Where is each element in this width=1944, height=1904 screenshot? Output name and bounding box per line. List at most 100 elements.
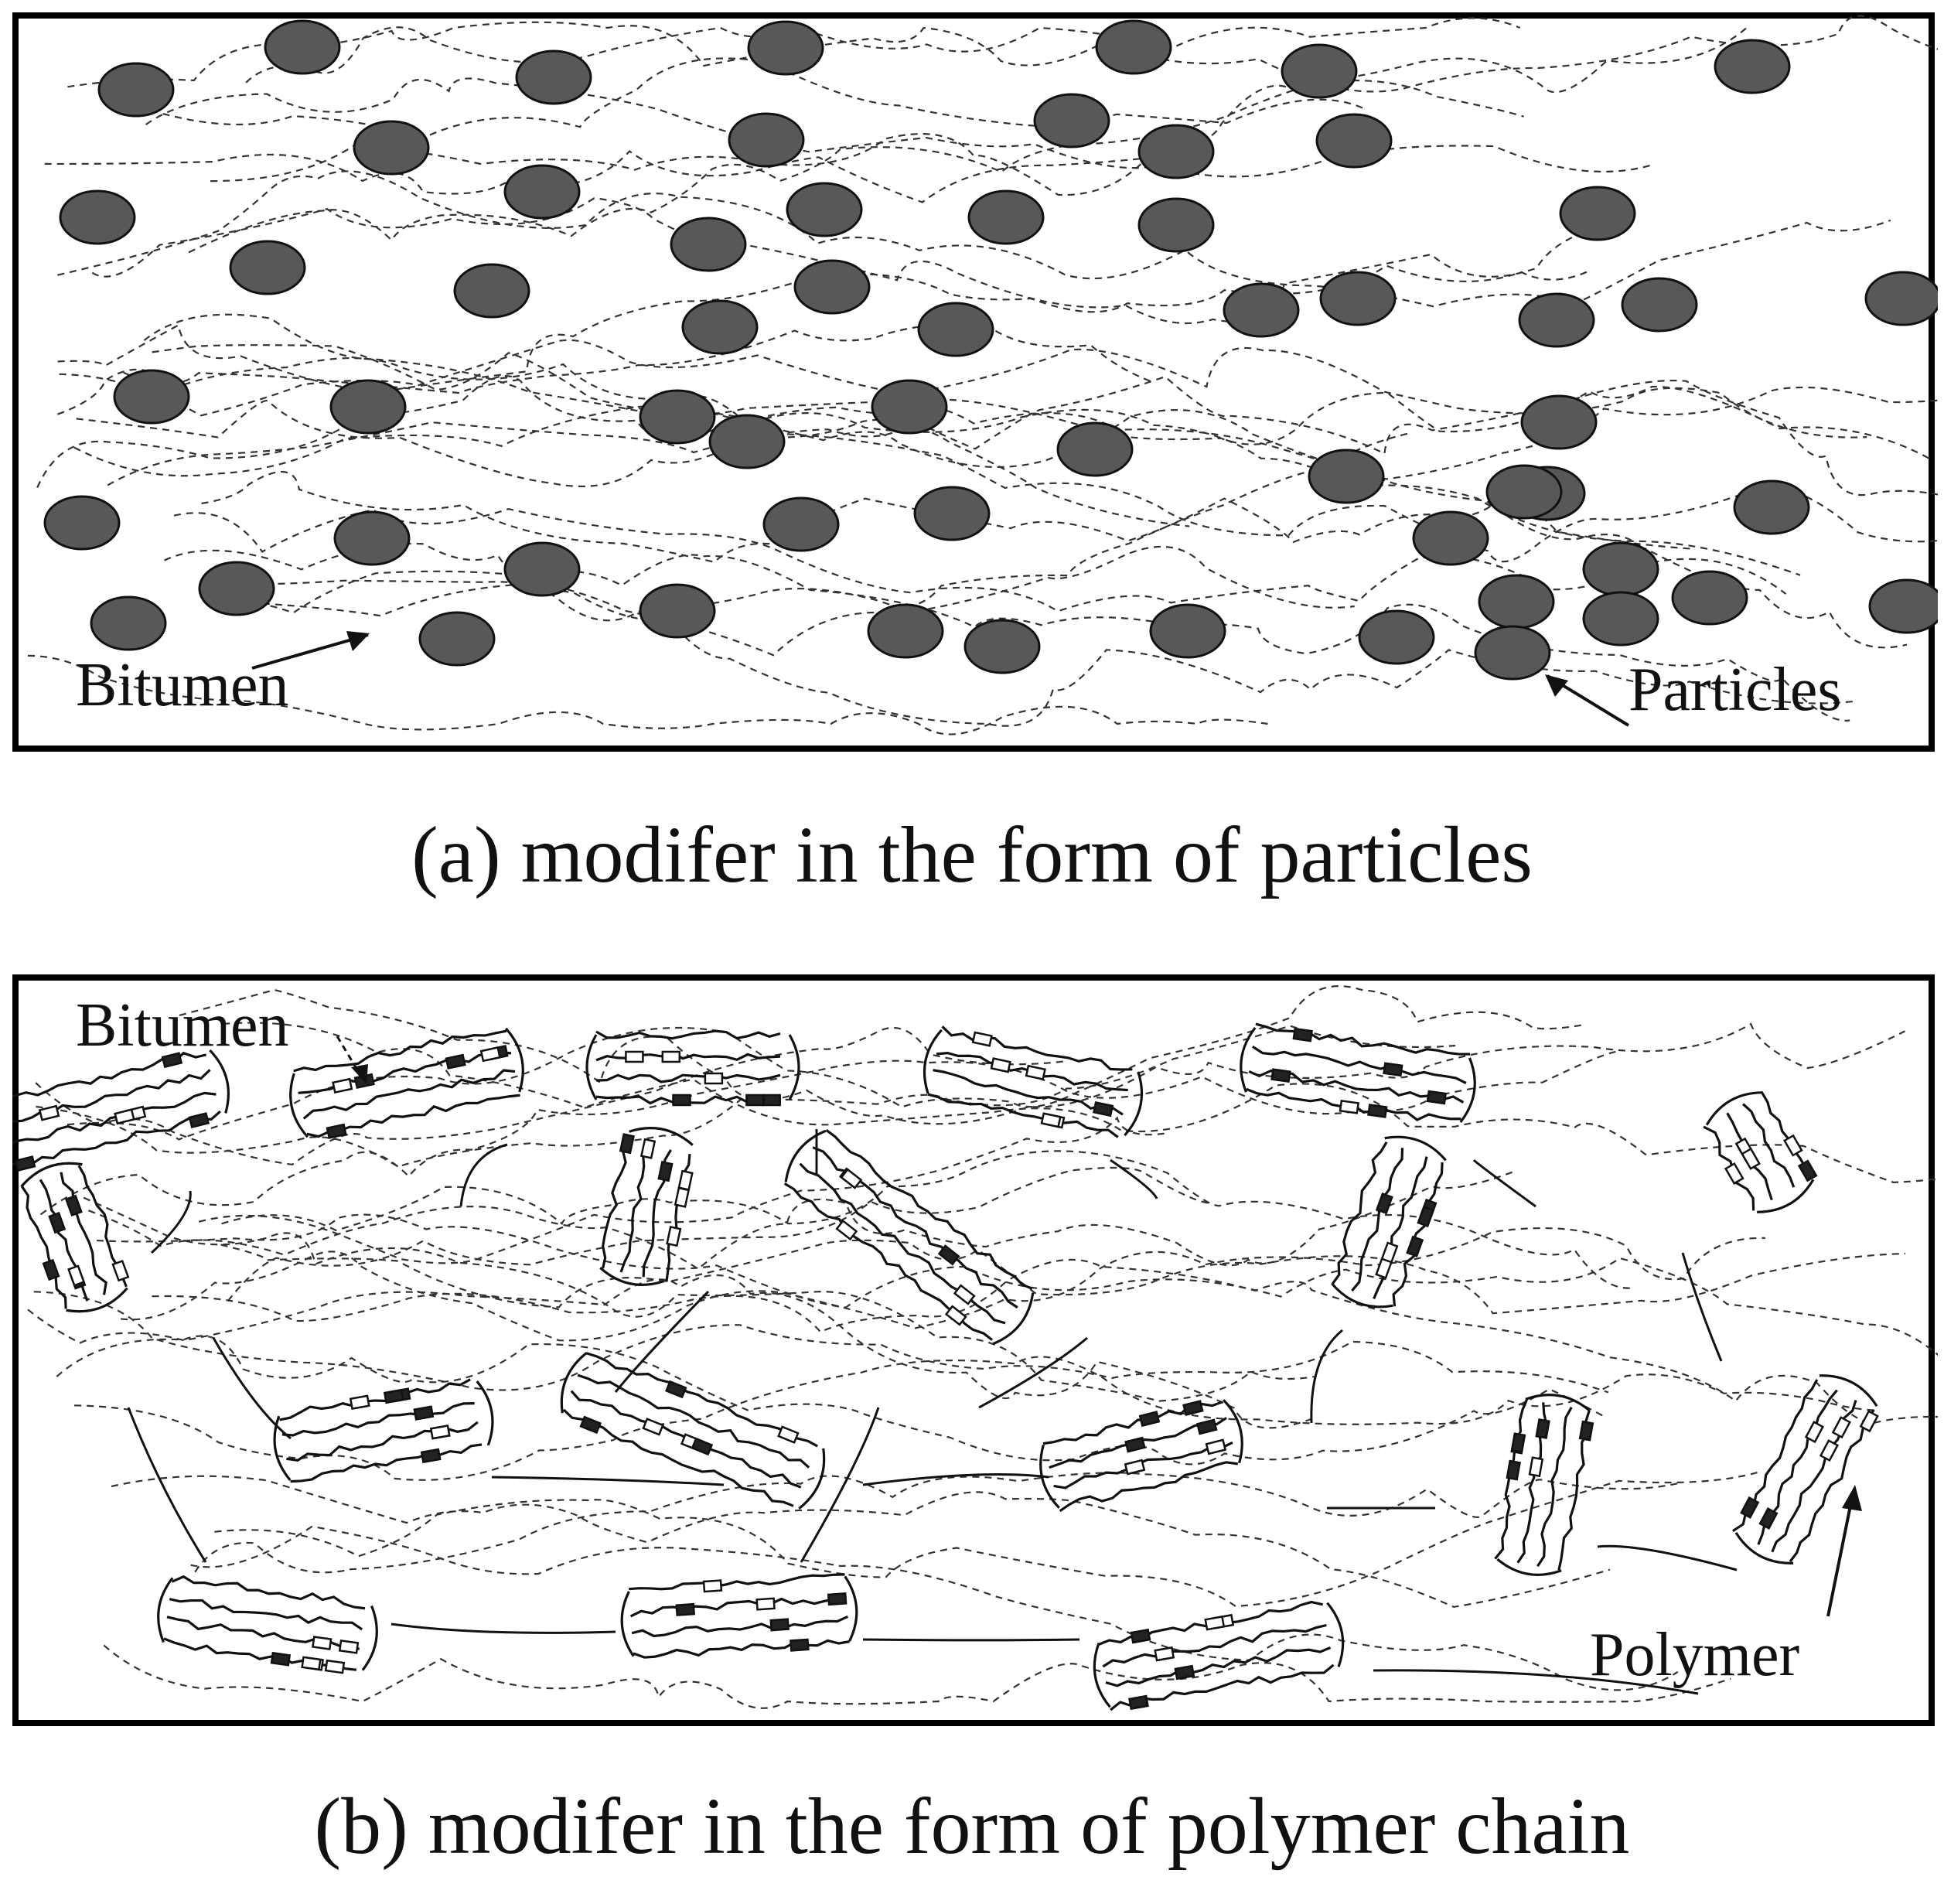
particle: [670, 217, 747, 272]
particle: [786, 182, 863, 237]
particle: [1137, 197, 1215, 253]
polymer-chain: [923, 1025, 1144, 1138]
bitumen-arrow: [251, 631, 370, 670]
bitumen-line: [201, 471, 1694, 564]
bitumen-line: [103, 1644, 1731, 1709]
bitumen-line: [88, 1169, 1518, 1271]
particle: [453, 263, 530, 319]
polymer-chain: [12, 1049, 230, 1172]
bitumen-line: [76, 399, 1190, 527]
particle: [198, 561, 275, 616]
particle: [639, 389, 716, 445]
particle: [1223, 282, 1300, 338]
bitumen-line: [67, 15, 1938, 93]
particle: [1033, 93, 1110, 148]
particle: [90, 595, 167, 651]
bitumen-line: [152, 344, 1787, 595]
particle: [1319, 271, 1397, 326]
polymer-chain: [560, 1351, 826, 1510]
polymer-link: [1597, 1544, 1738, 1571]
bitumen-line: [245, 17, 1521, 84]
particle: [1474, 625, 1551, 681]
particle: [867, 603, 944, 659]
polymer-chain: [20, 1162, 130, 1313]
particle: [1308, 449, 1385, 504]
bitumen-line: [57, 170, 1891, 308]
polymer-link: [1110, 1158, 1158, 1199]
particle: [1412, 510, 1489, 566]
polymer-chain: [273, 1378, 494, 1483]
particle: [59, 189, 136, 245]
bitumen-line: [107, 375, 1938, 496]
particle: [503, 164, 581, 220]
particle: [264, 19, 341, 75]
bitumen-line: [209, 545, 1355, 657]
particle: [1864, 271, 1938, 326]
particle: [1714, 39, 1791, 94]
polymer-arrow: [1826, 1485, 1862, 1617]
bitumen-lines: [27, 985, 1938, 1709]
bitumen-line: [188, 27, 1748, 254]
particle: [1520, 394, 1598, 450]
particle: [917, 302, 994, 357]
polymer-chain: [585, 1029, 800, 1107]
panel-a-caption: (a) modifer in the form of particles: [411, 810, 1533, 899]
polymer-link: [862, 1473, 1049, 1486]
particle: [747, 20, 824, 76]
particles-label: Particles: [1629, 656, 1841, 724]
polymer-chain: [1731, 1374, 1879, 1564]
particle: [43, 495, 121, 551]
polymer-chain: [599, 1127, 694, 1286]
polymer-link: [1681, 1252, 1723, 1362]
particle: [1582, 541, 1659, 597]
polymer-link: [614, 1290, 710, 1393]
particle: [503, 541, 581, 597]
particle: [708, 414, 786, 469]
particle: [1733, 479, 1810, 535]
polymer-link: [1472, 1158, 1536, 1208]
panel-a-svg: Bitumen Particles: [12, 12, 1938, 752]
bitumen-label: Bitumen: [76, 651, 289, 719]
polymer-chain: [1093, 1600, 1345, 1711]
polymer-link: [127, 1407, 207, 1563]
particle: [418, 611, 496, 667]
polymer-link: [1310, 1329, 1343, 1424]
panel-b-diagram: Bitumen Polymer: [12, 974, 1938, 1729]
bitumen-line: [164, 542, 1855, 727]
bitumen-line: [220, 1239, 1906, 1315]
bitumen-line: [194, 1472, 1678, 1574]
particle: [1485, 464, 1563, 520]
particle: [1582, 591, 1659, 647]
polymer-chain: [1039, 1399, 1243, 1513]
polymer-chain: [783, 1129, 1035, 1346]
polymer-link: [491, 1476, 725, 1486]
polymer-link: [800, 1407, 880, 1563]
polymer-link: [978, 1336, 1088, 1409]
particle: [1559, 186, 1636, 241]
bitumen-line: [91, 197, 1611, 324]
particle: [967, 189, 1045, 245]
panel-b-caption: (b) modifer in the form of polymer chain: [314, 1782, 1630, 1871]
bitumen-line: [57, 357, 1801, 576]
particle: [97, 62, 175, 118]
particle: [1518, 292, 1595, 348]
polymer-chain: [1240, 1022, 1476, 1124]
particle: [329, 379, 407, 435]
bitumen-line: [73, 1356, 1876, 1481]
particle: [762, 496, 840, 552]
particle: [1478, 574, 1555, 630]
bitumen-line: [33, 1291, 1609, 1394]
polymer-network: [12, 1022, 1879, 1711]
particle: [681, 299, 759, 355]
particles-arrow: [1545, 674, 1630, 727]
bitumen-line: [123, 320, 1155, 394]
polymer-chain: [620, 1573, 858, 1659]
particle: [1358, 609, 1435, 665]
bitumen-line: [44, 149, 1201, 203]
particle: [793, 259, 871, 315]
particle: [728, 112, 805, 168]
bitumen-line: [83, 1196, 1315, 1402]
particle: [639, 583, 716, 639]
polymer-link: [391, 1622, 616, 1634]
particle: [113, 369, 190, 425]
